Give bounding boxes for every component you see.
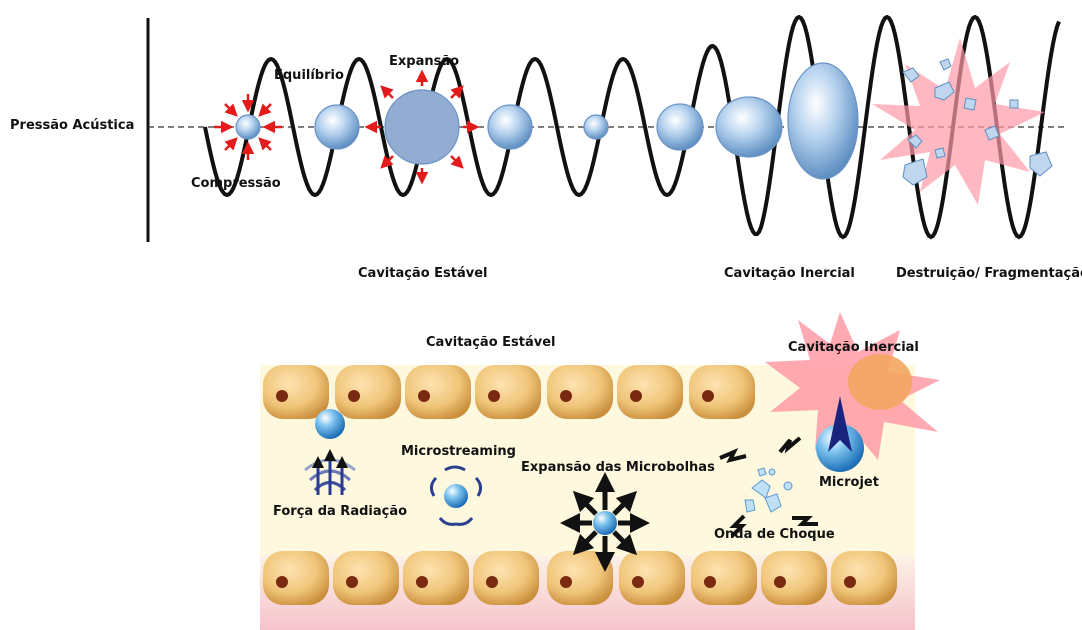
inertial-burst (765, 312, 940, 460)
destruction-label: Destruição/ Fragmentação (896, 266, 1082, 281)
cell (335, 365, 401, 419)
shock-wave-graphic (720, 438, 818, 536)
cell (761, 551, 827, 605)
cell-nucleus (844, 576, 856, 588)
tissue-layer (260, 555, 915, 630)
cell-nucleus (486, 576, 498, 588)
cell-nucleus (418, 390, 430, 402)
bubble-expanded (385, 90, 459, 164)
cell-nucleus (630, 390, 642, 402)
radiation-force-graphic (305, 409, 355, 495)
cell-nucleus (348, 390, 360, 402)
cell-nucleus (416, 576, 428, 588)
equilibrium-label: Equilíbrio (274, 68, 344, 83)
cell (475, 365, 541, 419)
bubble-5 (584, 115, 608, 139)
cell (689, 365, 755, 419)
microstreaming-label: Microstreaming (401, 444, 516, 459)
microstreaming-graphic (431, 467, 480, 524)
cell-nucleus (632, 576, 644, 588)
bottom-cell-row (263, 551, 897, 605)
expansion-graphic (570, 482, 640, 562)
cell (333, 551, 399, 605)
bubble-8 (788, 63, 858, 179)
cell-nucleus (704, 576, 716, 588)
cell-nucleus (276, 390, 288, 402)
destruction-burst (872, 38, 1045, 205)
cell-nucleus (560, 576, 572, 588)
shock-wave-label: Onda de Choque (714, 527, 835, 542)
stable-cavitation-label: Cavitação Estável (358, 266, 488, 281)
bubble-7 (716, 97, 782, 157)
bottom-stable-title: Cavitação Estável (426, 335, 556, 350)
microbubble-expansion-label: Expansão das Microbolhas (521, 460, 715, 475)
cell-nucleus (276, 576, 288, 588)
bubble-6 (657, 104, 703, 150)
cell (547, 551, 613, 605)
cell (473, 551, 539, 605)
bubble-equilibrium (315, 105, 359, 149)
cell (263, 551, 329, 605)
inertial-cavitation-label: Cavitação Inercial (724, 266, 855, 281)
cell-nucleus (346, 576, 358, 588)
cell (403, 551, 469, 605)
expanding-bubble (593, 511, 617, 535)
cell-nucleus (488, 390, 500, 402)
cell (617, 365, 683, 419)
cell (405, 365, 471, 419)
microjet-graphic (816, 396, 864, 472)
cell (619, 551, 685, 605)
top-cell-row (263, 365, 755, 419)
radiation-force-label: Força da Radiação (273, 504, 407, 519)
vessel-lumen (260, 365, 915, 630)
cell (547, 365, 613, 419)
cell (691, 551, 757, 605)
burst-cell (848, 354, 912, 410)
cell-nucleus (560, 390, 572, 402)
bottom-inertial-title: Cavitação Inercial (788, 340, 919, 355)
cell-nucleus (702, 390, 714, 402)
compression-label: Compressão (191, 176, 281, 191)
pressure-axis-label: Pressão Acústica (10, 118, 134, 133)
bubble-compressed (236, 115, 260, 139)
cell (831, 551, 897, 605)
expansion-label: Expansão (389, 54, 459, 69)
top-diagram (0, 0, 1082, 300)
bubble-4 (488, 105, 532, 149)
cell (263, 365, 329, 419)
microjet-label: Microjet (819, 475, 879, 490)
cell-nucleus (774, 576, 786, 588)
